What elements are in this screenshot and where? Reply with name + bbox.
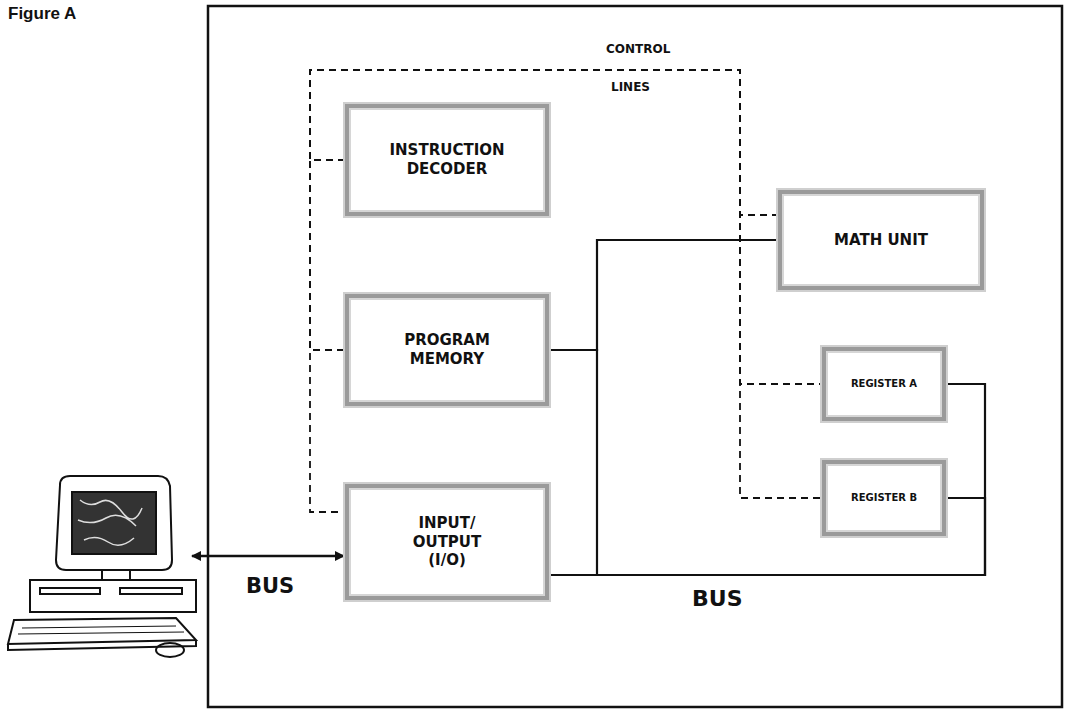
box-text: MATH UNIT: [834, 231, 928, 250]
box-text: REGISTER B: [851, 492, 917, 505]
control-line: [310, 160, 345, 512]
box-text: INSTRUCTION DECODER: [372, 141, 522, 179]
box-text: REGISTER A: [851, 378, 917, 391]
box-text: PROGRAM MEMORY: [387, 331, 507, 369]
io-box: INPUT/ OUTPUT (I/O): [345, 484, 549, 600]
figure-title: Figure A: [6, 4, 78, 24]
control-line: [310, 160, 345, 350]
bus-label: BUS: [690, 586, 744, 611]
register-box: REGISTER A: [822, 347, 946, 421]
box-text: INPUT/ OUTPUT (I/O): [392, 514, 502, 570]
decoder-box: INSTRUCTION DECODER: [345, 104, 549, 216]
control-lines-label: CONTROL: [604, 42, 672, 56]
bus-line: [549, 350, 597, 575]
math-unit-box: MATH UNIT: [778, 190, 984, 290]
memory-box: PROGRAM MEMORY: [345, 294, 549, 406]
register-box: REGISTER B: [822, 460, 946, 536]
bus-label: BUS: [244, 574, 296, 598]
chip-frame: [208, 6, 1062, 707]
control-line: [310, 70, 822, 498]
control-lines-label: LINES: [609, 80, 652, 94]
computer-illustration: [8, 476, 196, 657]
external-bus-arrow: [192, 555, 344, 558]
bus-line: [549, 240, 778, 350]
control-line: [310, 70, 778, 215]
